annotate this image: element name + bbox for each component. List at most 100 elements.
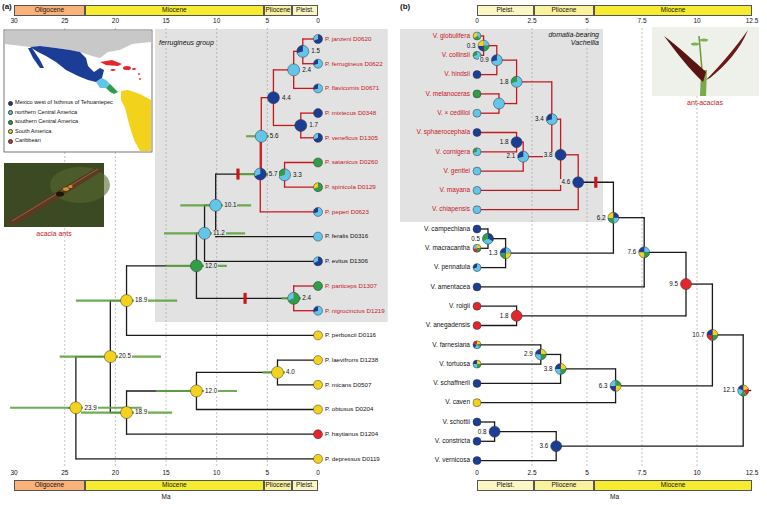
ancestral-range-pie [573,177,584,188]
axis-tick-label: 15 [162,18,169,25]
axis-tick-label: 0 [475,18,479,25]
pie-outline [473,264,481,272]
ancestral-range-pie [473,225,481,233]
node-age: 6.3 [598,383,609,389]
axis-tick-label: 5 [266,18,270,25]
node-age: 11.2 [212,230,226,236]
axis-tick-label: 7.5 [637,470,646,477]
pie-outline [535,349,546,360]
node-age: 1.8 [499,313,510,319]
axis-tick-label: 20 [112,18,119,25]
ancestral-range-pie [473,457,481,465]
ancestral-range-pie [314,331,323,340]
tree-branch [477,306,517,307]
node-age: 2.9 [523,351,534,357]
pie-outline [473,379,481,387]
pie-outline [473,71,481,79]
ancestral-range-pie [314,109,323,118]
species-label: V. anegadensis [426,322,470,329]
node-age: 9.5 [668,281,679,287]
node-age: 3.8 [543,366,554,372]
time-gridline [166,28,167,468]
species-label: P. veneficus D1305 [325,135,378,141]
map-puerto-rico [132,68,136,70]
node-age: 20.5 [118,353,132,359]
pie-outline [500,248,511,259]
ancestral-range-pie [121,407,133,419]
pie-outline [314,183,323,192]
axis-tick-label: 0 [316,470,320,477]
pie-outline [314,405,323,414]
node-age: 6.2 [596,215,607,221]
thorn-hole [56,192,64,197]
ant-association-bar [236,169,239,180]
pie-outline [314,207,323,216]
node-age: 12.0 [204,263,218,269]
ancestral-range-pie [473,129,481,137]
pie-outline [681,279,692,290]
ancestral-range-pie [473,167,481,175]
ancestral-range-pie [494,98,505,109]
legend-text: Mexico west of Isthmus of Tehuantepec [15,100,113,106]
ancestral-range-pie [314,158,323,167]
legend-swatch [8,139,13,144]
tree-branch [495,431,557,432]
pie-outline [573,177,584,188]
epoch-bar: Miocene [85,5,264,16]
species-label: P. janzeni D0620 [325,36,371,42]
ancestral-range-slice [473,148,481,156]
band-layer [155,29,603,322]
axis-tick-label: 25 [61,18,68,25]
ancestral-range-slice [314,35,323,44]
ancestral-range-slice [547,114,558,125]
species-label: V. schottii [442,419,470,426]
ancestral-range-pie [267,92,279,104]
epoch-label: Pleist. [497,7,515,14]
ant-association-bar [243,293,246,304]
species-label: P. micans D0507 [325,382,371,388]
ancestral-range-pie [473,399,481,407]
ancestral-range-slice [518,151,524,158]
node-age: 10.1 [223,202,237,208]
node-age: 2.4 [301,295,312,301]
epoch-label: Pliocene [265,7,290,14]
axis-tick-label: 30 [10,18,17,25]
pie-outline [314,84,323,93]
node-age: 18.9 [134,297,148,303]
epoch-bar: Oligocene [14,480,85,491]
map-jamaica [111,69,116,71]
species-label: V. caven [445,399,470,406]
tree-branch [277,384,318,385]
grid-layer [65,28,697,468]
pie-outline [297,45,309,57]
pie-outline [199,227,211,239]
axis-tick-label: 5 [585,470,589,477]
pie-outline [314,158,323,167]
species-label: V. tortuosa [439,361,470,368]
pie-outline [473,129,481,137]
node-age: 0.9 [479,57,490,63]
pie-outline [555,363,566,374]
tree-branch [506,252,614,253]
node-age: 0.5 [470,236,481,242]
pie-outline [473,148,481,156]
tree-branch [477,267,506,268]
pie-outline [473,32,481,40]
ancestral-range-slice [491,55,496,62]
ancestral-range-slice [314,59,323,68]
pie-outline [267,92,279,104]
axis-tick-label: 25 [61,470,68,477]
ancestral-range-slice [314,306,323,315]
node-age: 1.8 [499,139,510,145]
ancestral-range-slice [297,45,309,57]
ant [69,185,73,188]
axis-tick-label: 30 [10,470,17,477]
pie-outline [473,206,481,214]
species-label: V. melanoceras [425,91,470,98]
pie-outline [707,329,718,340]
tree-branch [477,209,578,210]
node-age: 3.6 [538,443,549,449]
ancestral-range-slice [492,55,503,66]
species-label: P. laevifrons D1238 [325,357,378,363]
